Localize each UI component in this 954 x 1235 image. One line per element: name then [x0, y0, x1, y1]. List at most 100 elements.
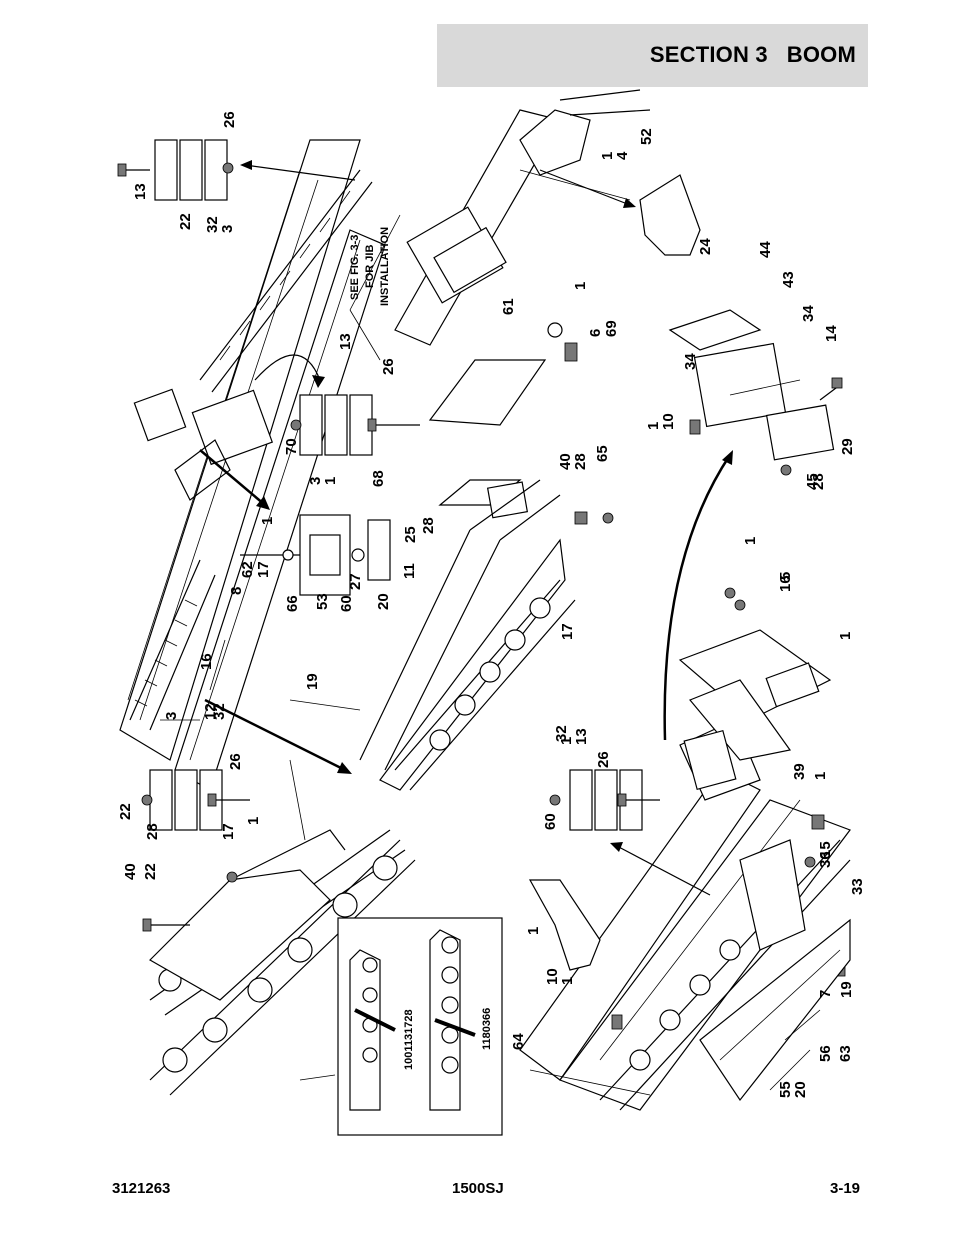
- svg-text:INSTALLATION: INSTALLATION: [379, 227, 391, 306]
- callout-label: 68: [370, 470, 387, 487]
- callout-label: 40: [557, 453, 574, 470]
- callout-label: 12: [202, 703, 219, 720]
- callout-label: 63: [837, 1045, 854, 1062]
- callout-label: 56: [817, 1045, 834, 1062]
- svg-text:SEE FIG. 3-3: SEE FIG. 3-3: [349, 235, 361, 300]
- callout-label: 19: [838, 981, 855, 998]
- callout-label: 34: [682, 353, 699, 370]
- callout-label: 26: [380, 358, 397, 375]
- upper-boom-assembly: [119, 139, 386, 791]
- callout-label: 26: [221, 111, 238, 128]
- svg-text:FOR JIB: FOR JIB: [364, 245, 376, 288]
- callout-label: 20: [375, 593, 392, 610]
- callout-label: 3: [307, 477, 324, 485]
- jib-mount-assembly: [394, 89, 651, 346]
- callout-label: 17: [255, 561, 272, 578]
- callout-label: 20: [792, 1081, 809, 1098]
- callout-label: 1: [572, 282, 589, 290]
- callout-label: 28: [420, 517, 437, 534]
- wear-pads-center: [299, 394, 373, 456]
- callout-label: 53: [314, 593, 331, 610]
- callout-label: 1: [245, 817, 262, 825]
- callout-label: 52: [638, 128, 655, 145]
- callout-label: 62: [239, 561, 256, 578]
- callout-label: 60: [542, 813, 559, 830]
- callout-label: 1: [259, 517, 276, 525]
- callout-label: 10: [544, 968, 561, 985]
- callout-label: 17: [559, 623, 576, 640]
- callout-label: 14: [823, 325, 840, 342]
- wear-pads-top-left: [154, 139, 228, 201]
- callout-label: 34: [800, 305, 817, 322]
- callout-label: 3: [163, 712, 180, 720]
- callout-label: 43: [780, 271, 797, 288]
- section-header: SECTION 3 BOOM: [437, 24, 868, 87]
- callout-label: 1: [742, 537, 759, 545]
- callout-label: 19: [304, 673, 321, 690]
- callout-label: 28: [144, 823, 161, 840]
- callout-label: 29: [839, 438, 856, 455]
- callout-label: 13: [573, 728, 590, 745]
- callout-label: 4: [614, 151, 631, 160]
- callout-label: 1: [645, 422, 662, 430]
- callout-label: 6: [587, 329, 604, 337]
- footer-page-number: 3-19: [830, 1180, 861, 1197]
- callout-label: 26: [595, 751, 612, 768]
- callout-label: 33: [849, 878, 866, 895]
- callout-label: 13: [132, 183, 149, 200]
- callout-label: 69: [603, 320, 620, 337]
- jib-installation-note: SEE FIG. 3-3 FOR JIB INSTALLATION: [349, 227, 391, 306]
- callout-label: 13: [337, 333, 354, 350]
- main-boom-section: [359, 359, 566, 791]
- callout-label: 22: [117, 803, 134, 820]
- callout-label: 11: [401, 563, 418, 579]
- callout-label: 16: [777, 575, 794, 592]
- callout-label: 28: [572, 453, 589, 470]
- callout-label: 24: [697, 238, 714, 255]
- cable-chain-center: [394, 579, 576, 791]
- inset-cable-chain-options: 1001131728 1180366: [337, 917, 503, 1136]
- callout-label: 66: [284, 595, 301, 612]
- callout-label: 3: [219, 225, 236, 233]
- callout-label: 36: [817, 851, 834, 868]
- callout-label: 17: [220, 823, 237, 840]
- footer-doc-number: 3121263: [112, 1180, 171, 1197]
- callout-label: 32: [553, 725, 570, 742]
- part-33-bracket: [528, 879, 601, 971]
- callout-label: 65: [594, 445, 611, 462]
- inset-part-number-1: 1001131728: [403, 1009, 415, 1070]
- cable-chain-lower-left: [149, 829, 416, 1096]
- bolts: [117, 162, 846, 1030]
- callout-label: 8: [228, 587, 245, 595]
- callout-label: 22: [177, 213, 194, 230]
- clamp-plate-set: [240, 514, 391, 596]
- boom-weldment-16: [678, 629, 832, 791]
- base-plates: [699, 918, 851, 1102]
- callout-label: 32: [204, 216, 221, 233]
- leader-lines: [160, 214, 821, 1096]
- callout-label: 1: [837, 632, 854, 640]
- callout-label: 22: [142, 863, 159, 880]
- callout-label: 1: [559, 977, 576, 985]
- callout-label: 60: [338, 595, 355, 612]
- callout-label: 64: [510, 1033, 527, 1050]
- callout-label: 7: [817, 990, 834, 998]
- callout-label: 25: [402, 526, 419, 543]
- direction-arrows: [199, 160, 733, 896]
- inset-part-number-2: 1180366: [481, 1008, 493, 1050]
- callout-label: 28: [810, 473, 827, 490]
- callout-label: 32: [211, 703, 228, 720]
- callout-label: 1: [558, 737, 575, 745]
- section-title: SECTION 3 BOOM: [649, 42, 856, 67]
- callout-label: 27: [347, 573, 364, 590]
- callout-label: 61: [500, 298, 517, 315]
- cable-track-upper: [129, 169, 373, 731]
- callout-label: 70: [283, 438, 300, 455]
- callout-label: 44: [757, 241, 774, 258]
- callout-label: 5: [777, 572, 794, 580]
- callout-label: 16: [198, 653, 215, 670]
- callout-label: 1: [525, 927, 542, 935]
- callout-label: 15: [817, 841, 834, 858]
